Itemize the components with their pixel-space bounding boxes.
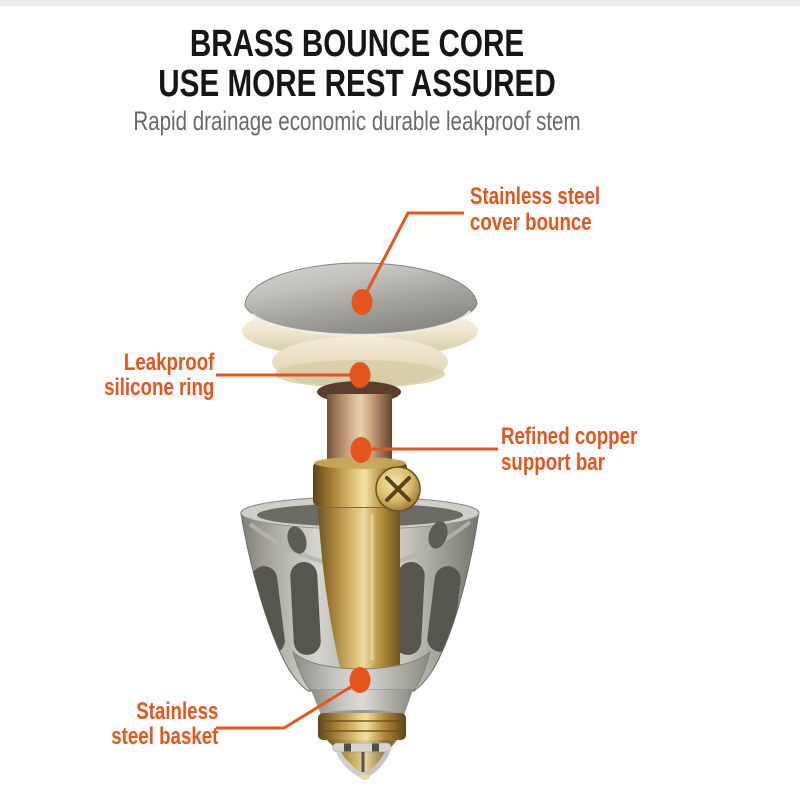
callout-dot-support [350,437,372,463]
leader-line-basket [216,683,355,730]
callout-label-support: Refined copper support bar [501,424,637,476]
callout-dot-ring [349,362,371,388]
brass-collar [313,457,421,512]
page-title-line1: BRASS BOUNCE CORE [189,23,525,65]
leader-line-cover [361,211,464,300]
callout-dots [349,289,373,693]
callout-leader-lines [216,211,498,730]
callout-basket-line1: Stainless [135,698,218,725]
callout-basket-line2: steel basket [110,723,218,750]
brass-lock-ring [318,713,406,740]
callout-cover-line1: Stainless steel [470,183,601,210]
callout-support-line2: support bar [501,449,606,476]
page-title-line2: USE MORE REST ASSURED [158,63,556,105]
callout-ring-line1: Leakproof [123,349,214,376]
callout-support-line1: Refined copper [501,423,638,450]
spring-tip-cone [327,740,397,780]
callout-label-basket: Stainless steel basket [111,699,218,749]
collar-screw [375,466,421,512]
callout-label-cover: Stainless steel cover bounce [470,184,600,236]
callout-cover-line2: cover bounce [470,209,592,236]
callout-dot-cover [351,289,373,315]
callout-ring-line2: silicone ring [103,374,214,401]
page-top-border [0,0,800,6]
callout-dot-basket [349,667,371,693]
callout-label-ring: Leakproof silicone ring [104,350,214,400]
page-subtitle: Rapid drainage economic durable leakproo… [133,106,581,136]
